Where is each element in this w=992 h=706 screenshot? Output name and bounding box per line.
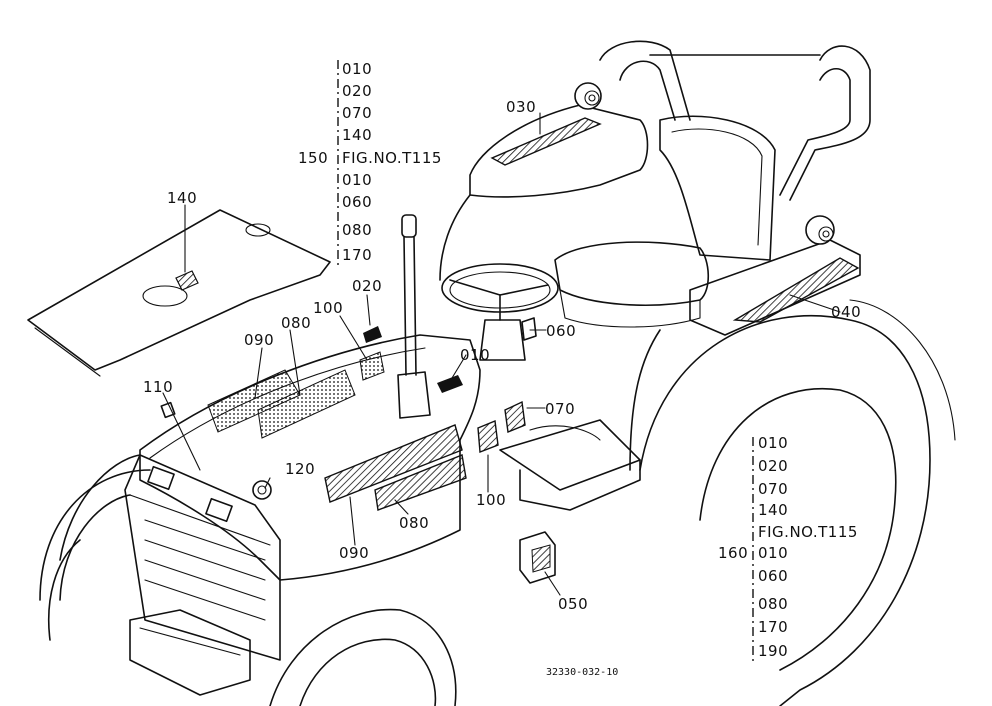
stack-bottom-item: 190 <box>758 642 789 660</box>
callout-030: 030 <box>506 98 537 116</box>
callout-080-top: 080 <box>281 314 312 332</box>
stack-top-item: 020 <box>342 82 373 100</box>
callout-100-top: 100 <box>313 299 344 317</box>
stack-top-lead: 150 <box>298 149 329 167</box>
stack-top-item: 010 <box>342 171 373 189</box>
callout-080-bottom: 080 <box>399 514 430 532</box>
stack-top-item: 080 <box>342 221 373 239</box>
stack-top-item: 170 <box>342 246 373 264</box>
callout-140: 140 <box>167 189 198 207</box>
front-wheel-left <box>39 454 151 641</box>
leader-lines <box>162 112 841 596</box>
front-wheel-right <box>269 608 457 706</box>
stack-bottom-item: 010 <box>758 434 789 452</box>
decal-040 <box>732 257 860 323</box>
steering-wheel <box>441 263 559 361</box>
step-floor <box>499 419 641 511</box>
callout-090-bottom: 090 <box>339 544 370 562</box>
stack-top-fig-ref: FIG.NO.T115 <box>342 149 442 167</box>
callout-110: 110 <box>143 378 174 396</box>
bonnet <box>139 326 526 581</box>
callout-090-top: 090 <box>244 331 275 349</box>
stack-bottom-item: 170 <box>758 618 789 636</box>
decal-080-side <box>374 454 467 511</box>
callout-010: 010 <box>460 346 491 364</box>
stack-bottom-item: 080 <box>758 595 789 613</box>
callout-060: 060 <box>546 322 577 340</box>
rear-wheel-right <box>639 299 956 706</box>
decal-090-side <box>324 424 463 503</box>
stack-bottom-fig-ref: FIG.NO.T115 <box>758 523 858 541</box>
decal-100-top <box>359 351 385 381</box>
stack-top-item: 060 <box>342 193 373 211</box>
gear-lever <box>397 214 431 419</box>
decal-140 <box>175 270 199 291</box>
decal-100-side <box>477 420 499 453</box>
rear-lamp-left <box>574 82 602 110</box>
part-050 <box>519 531 556 584</box>
part-060 <box>521 317 537 341</box>
callout-040: 040 <box>831 303 862 321</box>
decal-080-top <box>257 369 356 439</box>
stack-top-item: 070 <box>342 104 373 122</box>
callout-100-bottom: 100 <box>476 491 507 509</box>
right-fender <box>629 215 861 471</box>
callout-020: 020 <box>352 277 383 295</box>
left-fender <box>439 82 649 281</box>
callout-050: 050 <box>558 595 589 613</box>
fuel-cap <box>252 480 272 500</box>
rops-frame <box>599 40 871 201</box>
callout-120: 120 <box>285 460 316 478</box>
stack-top-item: 140 <box>342 126 373 144</box>
decal-070 <box>504 400 526 433</box>
stack-top-item: 010 <box>342 60 373 78</box>
stack-bottom-item: 010 <box>758 544 789 562</box>
decal-030 <box>490 117 602 166</box>
drawing-number: 32330-032-10 <box>546 667 619 678</box>
stack-bottom-item: 140 <box>758 501 789 519</box>
stack-bottom-lead: 160 <box>718 544 749 562</box>
front-grille <box>124 401 281 696</box>
decal-010 <box>437 375 463 393</box>
bonnet-panel <box>27 209 331 377</box>
stack-bottom-item: 020 <box>758 457 789 475</box>
operator-seat <box>554 115 776 328</box>
decal-020 <box>363 326 382 343</box>
part-110 <box>160 401 176 419</box>
stack-bottom-item: 070 <box>758 480 789 498</box>
callout-070: 070 <box>545 400 576 418</box>
stack-bottom-item: 060 <box>758 567 789 585</box>
